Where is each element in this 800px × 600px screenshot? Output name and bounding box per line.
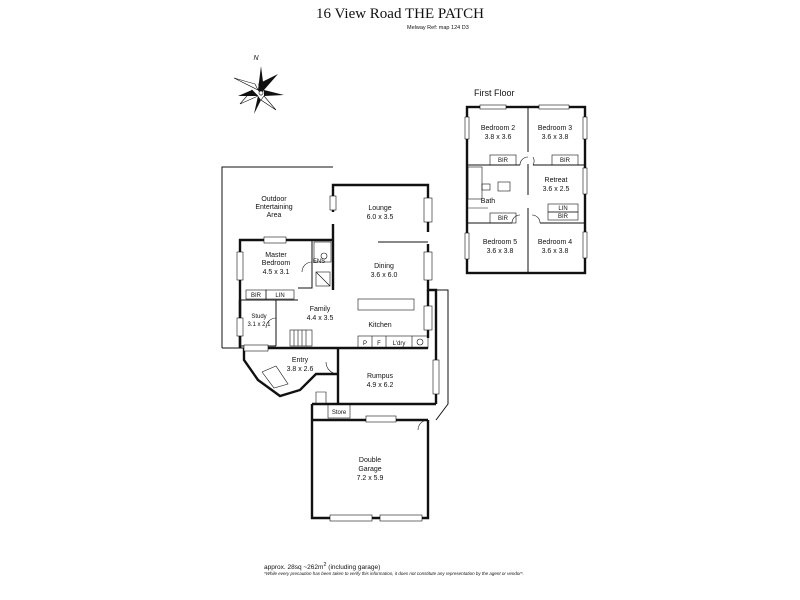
lounge-name: Lounge — [368, 205, 391, 212]
bedroom-2-name: Bedroom 2 — [481, 125, 515, 132]
lin-label-first-floor: LIN — [558, 206, 567, 212]
garage-size: 7.2 x 5.9 — [357, 475, 384, 482]
study-size: 3.1 x 2.1 — [247, 322, 271, 328]
dining-size: 3.6 x 6.0 — [371, 272, 398, 279]
bedroom-4-name: Bedroom 4 — [538, 239, 572, 246]
entry-name: Entry — [292, 357, 309, 364]
melway-reference: Melway Ref: map 124 D3 — [407, 25, 469, 31]
garage-line-1: Double — [359, 457, 381, 464]
disclaimer-text: *While every precaution has been taken t… — [264, 571, 524, 576]
rumpus-size: 4.9 x 6.2 — [367, 382, 394, 389]
study-name: Study — [251, 314, 266, 320]
dining-name: Dining — [374, 263, 394, 270]
bedroom-5-size: 3.6 x 3.8 — [487, 248, 514, 255]
pantry-label: P — [363, 341, 367, 347]
lounge-size: 6.0 x 3.5 — [367, 214, 394, 221]
first-floor-plan — [464, 104, 588, 275]
laundry-label: L'dry — [393, 341, 406, 347]
master-bedroom-line-1: Master — [265, 252, 287, 259]
outdoor-area-line-3: Area — [267, 212, 282, 219]
family-size: 4.4 x 3.5 — [307, 315, 334, 322]
floor-area-note: approx. 28sq ~262m2 (including garage) — [264, 562, 380, 571]
master-lin-label: LIN — [275, 293, 284, 299]
compass-rose-icon — [233, 66, 284, 114]
bir-label-bedroom-5: BIR — [498, 216, 509, 222]
kitchen-label: Kitchen — [368, 322, 391, 329]
bedroom-5-name: Bedroom 5 — [483, 239, 517, 246]
first-floor-label: First Floor — [474, 88, 515, 98]
area-prefix: approx. 28sq ~262m — [264, 564, 324, 572]
entry-size: 3.8 x 2.6 — [287, 366, 314, 373]
rumpus-name: Rumpus — [367, 373, 394, 380]
family-name: Family — [310, 306, 331, 313]
plan-title: 16 View Road THE PATCH — [315, 6, 484, 22]
bedroom-3-size: 3.6 x 3.8 — [542, 134, 569, 141]
store-label: Store — [332, 410, 347, 416]
area-suffix: (including garage) — [326, 564, 381, 572]
bir-label-bedroom-3: BIR — [560, 158, 571, 164]
bir-label-bedroom-4: BIR — [558, 214, 569, 220]
ground-floor-plan — [221, 166, 449, 522]
ensuite-label: ENS — [313, 259, 325, 265]
bir-label-bedroom-2: BIR — [498, 158, 509, 164]
master-bedroom-line-2: Bedroom — [262, 260, 291, 267]
bedroom-3-name: Bedroom 3 — [538, 125, 572, 132]
area-superscript: 2 — [323, 562, 327, 568]
bedroom-4-size: 3.6 x 3.8 — [542, 248, 569, 255]
fridge-label: F — [377, 341, 381, 347]
outdoor-area-line-1: Outdoor — [261, 196, 287, 203]
bedroom-2-size: 3.8 x 3.6 — [485, 134, 512, 141]
master-bir-label: BIR — [251, 293, 262, 299]
outdoor-area-line-2: Entertaining — [255, 204, 292, 211]
compass-north-label: N — [253, 55, 259, 62]
garage-line-2: Garage — [358, 466, 381, 473]
retreat-name: Retreat — [545, 177, 568, 184]
bath-label: Bath — [481, 198, 496, 205]
retreat-size: 3.6 x 2.5 — [543, 186, 570, 193]
master-bedroom-size: 4.5 x 3.1 — [263, 269, 290, 276]
